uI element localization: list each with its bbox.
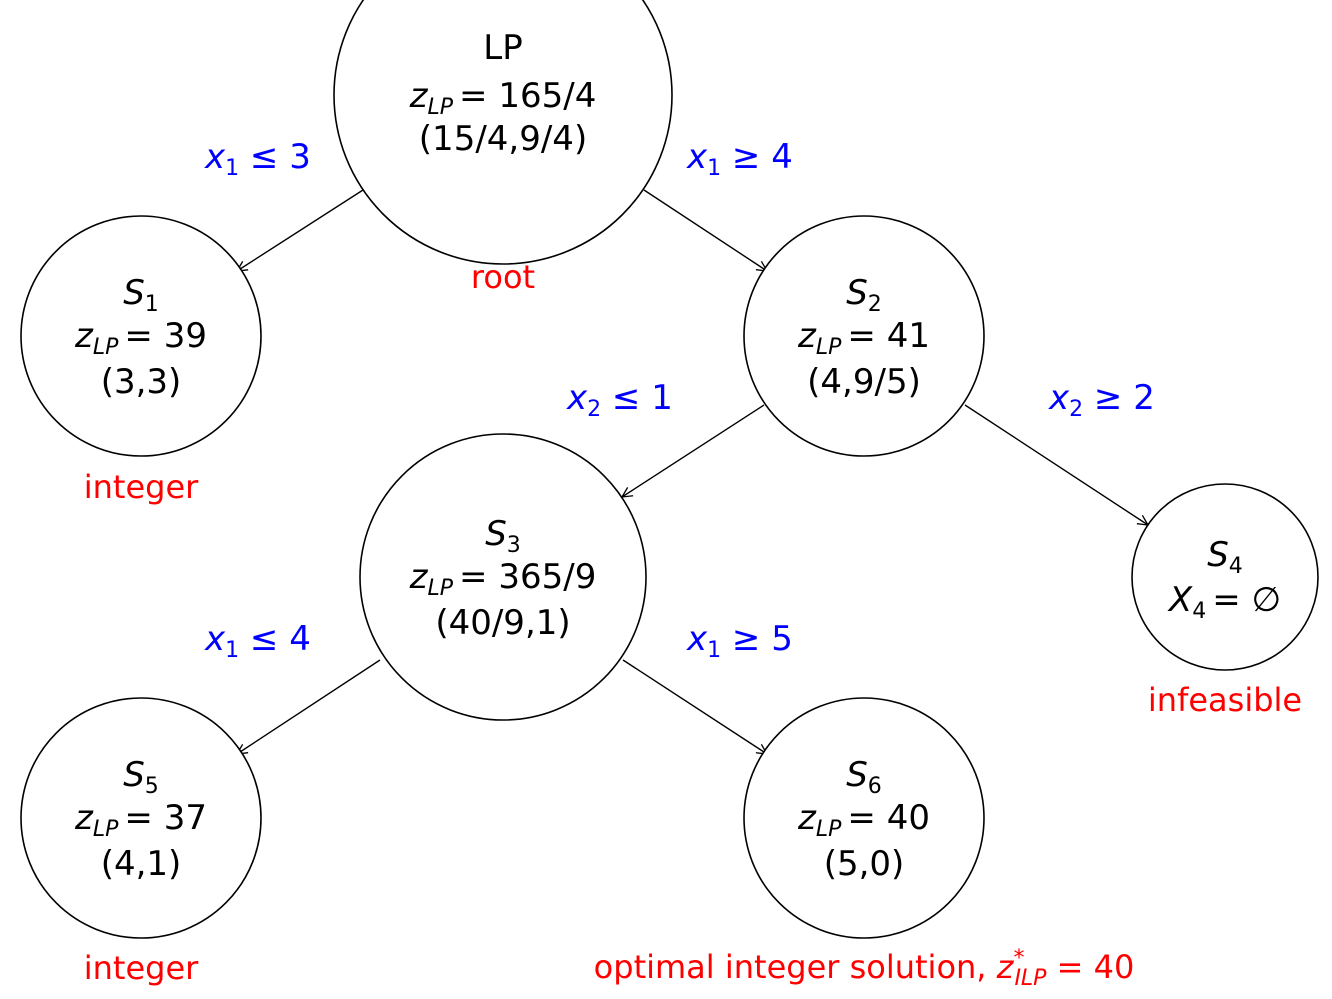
node-lp: LP zLP= 165/4 (15/4,9/4) — [333, 0, 673, 265]
node-s1-title: S1 — [123, 273, 159, 317]
status-s4: infeasible — [1148, 681, 1302, 719]
node-s5: S5 zLP= 37 (4,1) — [20, 697, 262, 939]
node-s5-z: zLP= 37 — [74, 798, 207, 842]
edge-label-s2-s4: x2 ≥ 2 — [1048, 378, 1155, 422]
edge-label-s3-s6: x1 ≥ 5 — [686, 619, 793, 663]
node-lp-z: zLP= 165/4 — [409, 76, 597, 120]
node-s6-point: (5,0) — [824, 844, 905, 884]
node-s2: S2 zLP= 41 (4,9/5) — [743, 215, 985, 457]
node-s3-point: (40/9,1) — [435, 603, 570, 643]
node-s1: S1 zLP= 39 (3,3) — [20, 215, 262, 457]
node-s4-set: X4= ∅ — [1167, 580, 1281, 624]
node-lp-title: LP — [483, 28, 522, 68]
edge-label-s2-s3: x2 ≤ 1 — [566, 378, 673, 422]
edge-label-lp-s1: x1 ≤ 3 — [204, 137, 311, 181]
node-s3: S3 zLP= 365/9 (40/9,1) — [359, 433, 647, 721]
node-s1-point: (3,3) — [101, 362, 182, 402]
status-s1: integer — [84, 468, 199, 506]
node-s4-circle — [1131, 483, 1319, 671]
node-s2-point: (4,9/5) — [807, 362, 921, 402]
node-s3-z: zLP= 365/9 — [409, 557, 597, 601]
status-s6: optimal integer solution, z*ILP = 40 — [594, 946, 1135, 991]
node-s6: S6 zLP= 40 (5,0) — [743, 697, 985, 939]
node-s1-circle — [20, 215, 262, 457]
status-s5: integer — [84, 949, 199, 987]
node-s6-circle — [743, 697, 985, 939]
edge-label-lp-s2: x1 ≥ 4 — [686, 137, 793, 181]
edges — [237, 189, 1148, 754]
node-s5-point: (4,1) — [101, 844, 182, 884]
node-s2-z: zLP= 41 — [797, 316, 930, 360]
node-s5-circle — [20, 697, 262, 939]
edge-s3-s5 — [237, 659, 381, 754]
status-root: root — [471, 258, 535, 296]
node-s2-title: S2 — [846, 273, 882, 317]
edge-label-s3-s5: x1 ≤ 4 — [204, 619, 311, 663]
edge-lp-s1 — [237, 189, 364, 271]
edge-s2-s3 — [622, 404, 765, 497]
node-s3-title: S3 — [485, 514, 521, 558]
node-s2-circle — [743, 215, 985, 457]
node-s5-title: S5 — [123, 755, 159, 799]
node-s1-z: zLP= 39 — [74, 316, 207, 360]
node-s4: S4 X4= ∅ — [1131, 483, 1319, 671]
edge-labels: x1 ≤ 3 x1 ≥ 4 x2 ≤ 1 x2 ≥ 2 x1 ≤ 4 x1 ≥ … — [204, 137, 1155, 663]
node-s4-title: S4 — [1207, 535, 1243, 579]
node-lp-circle — [333, 0, 673, 265]
edge-s2-s4 — [964, 404, 1148, 525]
edge-s3-s6 — [622, 659, 767, 754]
node-s3-circle — [359, 433, 647, 721]
edge-lp-s2 — [643, 189, 767, 271]
node-lp-point: (15/4,9/4) — [419, 119, 587, 159]
node-s6-z: zLP= 40 — [797, 798, 930, 842]
node-s6-title: S6 — [846, 755, 882, 799]
